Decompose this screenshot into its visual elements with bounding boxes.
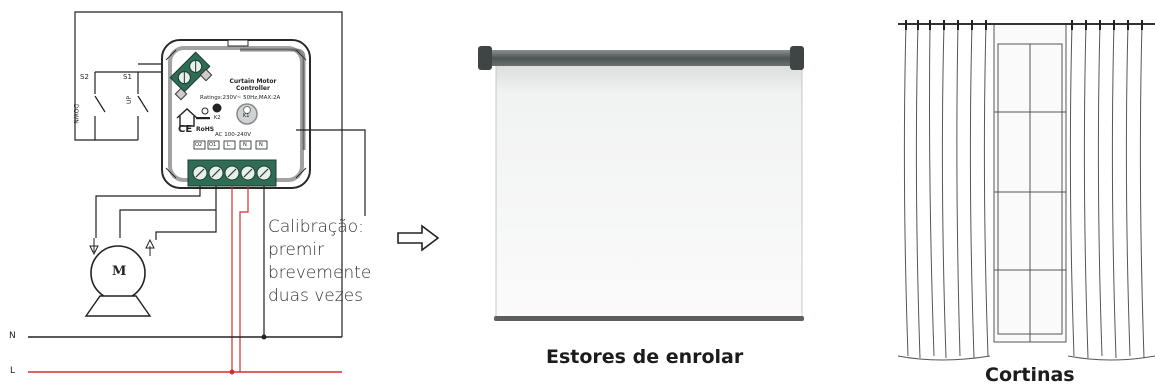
- calibration-note-line3: brevemente: [268, 263, 372, 283]
- ratings-label: Ratings:230V~ 50Hz,MAX:2A: [200, 95, 281, 101]
- ac-range-label: AC 100-240V: [215, 132, 251, 138]
- k1-label: K1: [243, 113, 250, 119]
- curtains-caption: Cortinas: [985, 364, 1075, 386]
- k2-indicator: [212, 103, 222, 113]
- k2-label: K2: [214, 115, 221, 121]
- ce-mark: CE: [178, 124, 193, 135]
- calibration-note-line4: duas vezes: [268, 286, 364, 306]
- terminal-label-n1: N: [243, 142, 247, 148]
- live-label: L: [10, 366, 16, 376]
- motor-label: M: [112, 264, 127, 279]
- switch-wiring: [74, 11, 343, 337]
- house-icon: [176, 108, 198, 127]
- controller-title-line2: Controller: [236, 85, 270, 92]
- controller-title-line1: Curtain Motor: [229, 78, 277, 85]
- right-arrow-icon: [397, 224, 440, 252]
- terminal-label-l: L: [227, 142, 230, 148]
- motor-wiring: [95, 129, 366, 337]
- neutral-label: N: [9, 331, 16, 341]
- terminal-label-o2: O2: [195, 142, 203, 148]
- live-wiring: [231, 186, 249, 372]
- switch-s1-label: S1: [123, 73, 132, 81]
- output-terminal-block: [187, 159, 277, 187]
- curtains-illustration: [897, 20, 1155, 361]
- terminal-label-n2: N: [259, 142, 263, 148]
- terminal-label-o1: O1: [209, 142, 217, 148]
- terminal-label-boxes: [193, 140, 268, 150]
- roller-blind-caption: Estores de enrolar: [546, 346, 744, 368]
- calibration-note-line1: Calibração:: [268, 217, 364, 237]
- roller-blind-illustration: [478, 46, 804, 321]
- motor: [84, 238, 155, 317]
- switch-input-terminal: [169, 51, 211, 93]
- bulb-icon: [201, 107, 209, 115]
- calibration-note: Calibração: premir brevemente duas vezes: [268, 216, 408, 308]
- curtain-motor-controller: [161, 39, 311, 189]
- switch-s2-label: S2: [80, 73, 89, 81]
- rohs-mark: RoHS: [196, 126, 215, 133]
- calibration-note-line2: premir: [268, 240, 325, 260]
- switch-down-label: DOWN: [72, 104, 79, 124]
- switch-up-label: UP: [126, 95, 133, 104]
